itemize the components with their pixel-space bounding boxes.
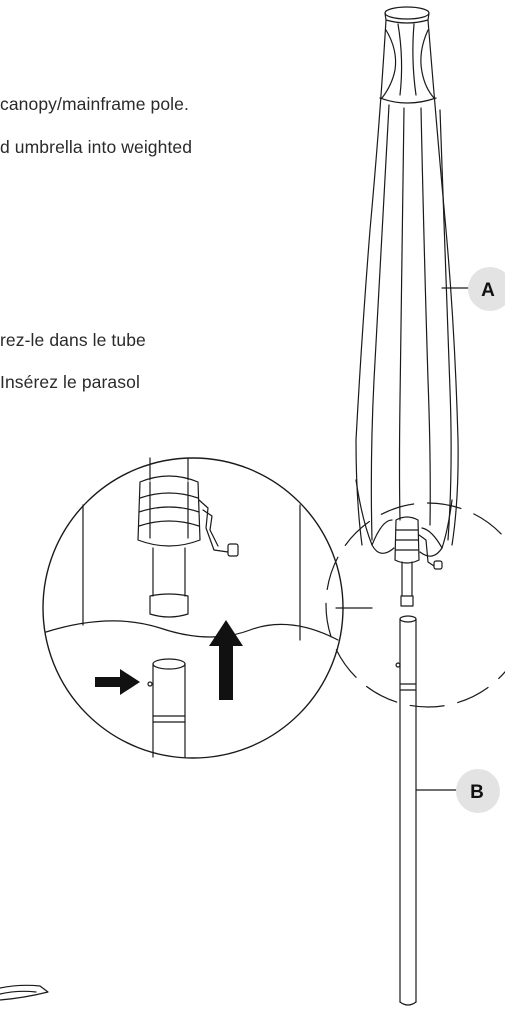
folded-canopy [355,6,459,557]
badge-a-label: A [481,280,495,301]
badge-a: A [468,267,505,311]
crank-housing-small [394,516,443,607]
badge-b-label: B [470,782,484,803]
instruction-text-fr-1: rez-le dans le tube [0,330,146,350]
detail-marker-circle [325,502,505,708]
instruction-text-en-1: canopy/mainframe pole. [0,94,189,114]
zoom-detail [42,457,344,759]
badge-b: B [456,769,500,813]
instruction-text-fr-2: Insérez le parasol [0,372,140,392]
base-fragment [0,984,49,1001]
lower-pole [395,615,417,1006]
right-arrow-icon [95,669,140,695]
instruction-text-en-2: d umbrella into weighted [0,137,193,157]
up-arrow-icon [209,620,243,700]
